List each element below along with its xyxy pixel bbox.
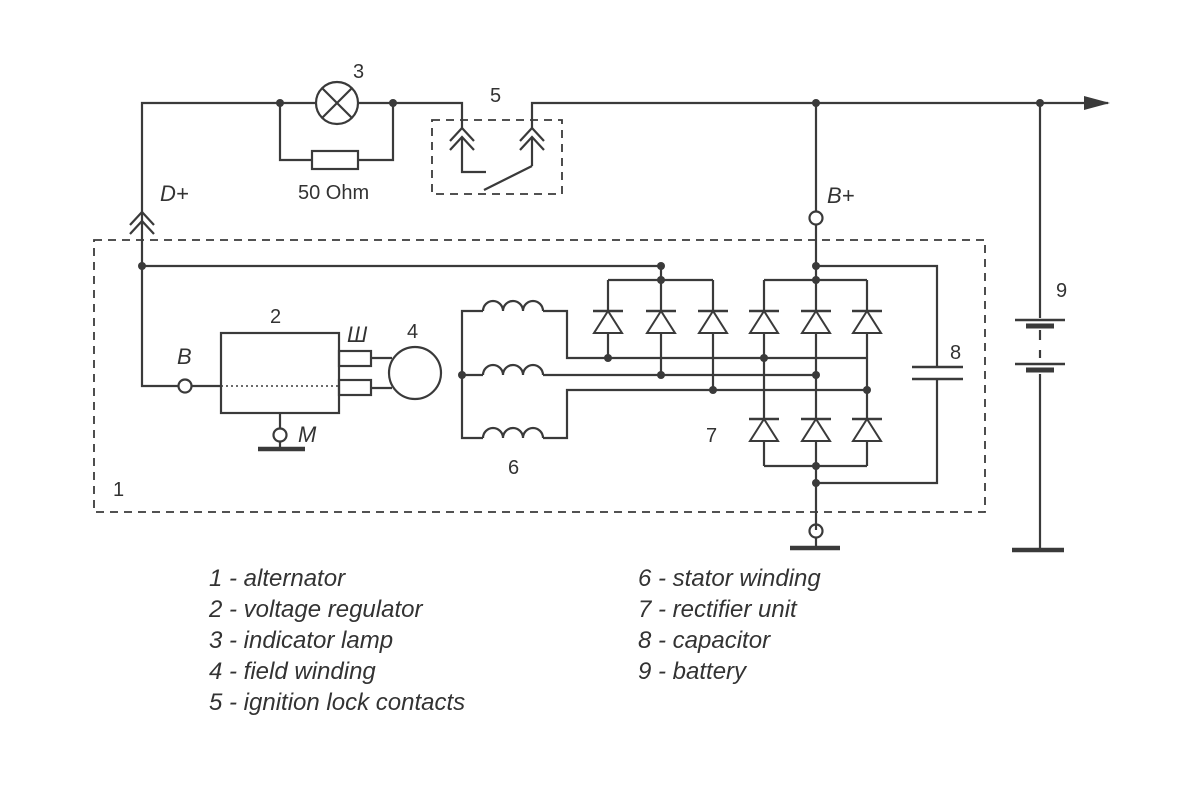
- label-field-winding-number: 4: [407, 321, 418, 343]
- rectifier-unit: [591, 262, 884, 530]
- alternator-boundary: [93, 239, 986, 513]
- diode: [850, 417, 884, 443]
- legend-item: 5 - ignition lock contacts: [209, 689, 466, 716]
- resistor: [310, 149, 360, 171]
- legend-item: 6 - stator winding: [638, 565, 821, 592]
- legend-right: 6 - stator winding 7 - rectifier unit 8 …: [638, 563, 821, 687]
- diode: [799, 309, 833, 335]
- label-capacitor-number: 8: [950, 342, 961, 364]
- ignition-lock-contacts: [431, 119, 563, 195]
- capacitor: [812, 264, 963, 487]
- legend-item: 4 - field winding: [209, 658, 376, 685]
- battery: [1012, 103, 1065, 553]
- legend-item: 3 - indicator lamp: [209, 627, 394, 654]
- label-resistor-value: 50 Ohm: [298, 182, 369, 204]
- diode: [747, 309, 781, 335]
- label-terminal-b: B: [177, 344, 192, 369]
- diode: [747, 417, 781, 443]
- legend-item: 2 - voltage regulator: [209, 596, 423, 623]
- top-wiring: [140, 99, 1108, 225]
- voltage-regulator: [177, 331, 341, 415]
- label-stator-number: 6: [508, 457, 519, 479]
- label-b-plus: B+: [827, 183, 855, 208]
- legend-left: 1 - alternator 2 - voltage regulator 3 -…: [209, 563, 465, 718]
- output-arrow: [1084, 96, 1110, 110]
- label-lamp-number: 3: [353, 61, 364, 83]
- label-rectifier-number: 7: [706, 425, 717, 447]
- legend-item: 9 - battery: [638, 658, 747, 685]
- label-battery-number: 9: [1056, 280, 1067, 302]
- indicator-lamp: [314, 80, 360, 126]
- d-plus-connector: [129, 210, 155, 266]
- label-ignition-number: 5: [490, 85, 501, 107]
- label-alternator-number: 1: [113, 479, 124, 501]
- alternator-ground: [790, 523, 840, 551]
- diode: [591, 309, 625, 335]
- legend-item: 1 - alternator: [209, 565, 346, 592]
- diode: [799, 417, 833, 443]
- b-plus-terminal: [808, 103, 824, 266]
- label-terminal-sh: Ш: [347, 322, 368, 347]
- field-winding: [337, 345, 443, 401]
- label-regulator-number: 2: [270, 306, 281, 328]
- diode: [696, 309, 730, 335]
- diode: [644, 309, 678, 335]
- d-plus-bus: [138, 262, 661, 388]
- legend-item: 8 - capacitor: [638, 627, 771, 654]
- diode: [850, 309, 884, 335]
- label-terminal-m: M: [298, 422, 317, 447]
- label-d-plus: D+: [160, 181, 189, 206]
- regulator-ground: [258, 413, 305, 452]
- legend-item: 7 - rectifier unit: [638, 596, 797, 623]
